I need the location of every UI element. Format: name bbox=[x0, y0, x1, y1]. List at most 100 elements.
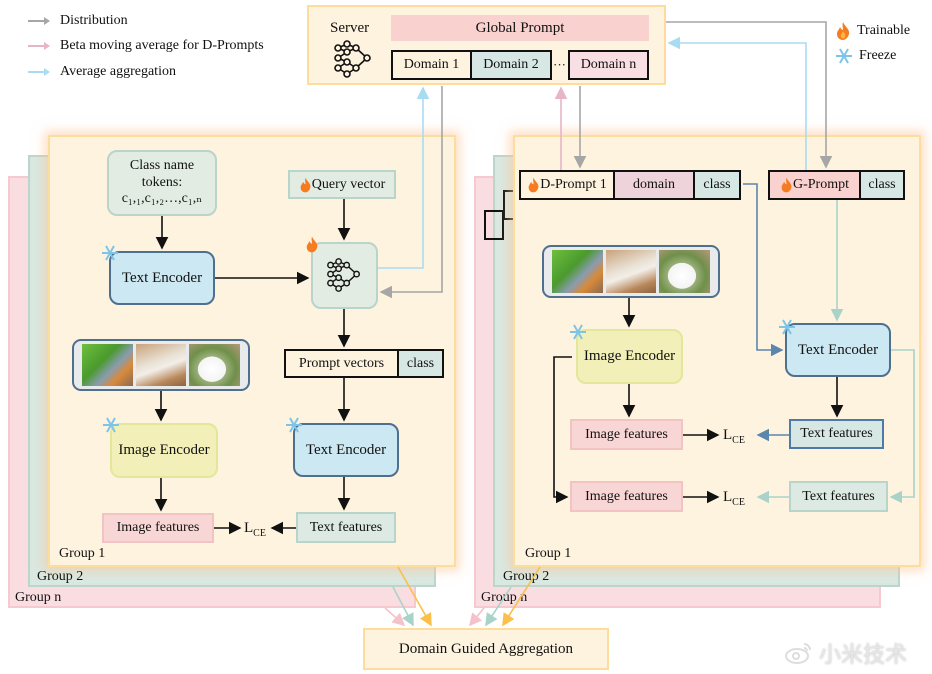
legend-freeze: Freeze bbox=[835, 42, 910, 70]
legend-average-label: Average aggregation bbox=[60, 64, 176, 79]
d-prompt-class-cell: class bbox=[693, 170, 741, 200]
arrow-right-groupn-to-agg bbox=[468, 607, 485, 627]
snowflake-icon bbox=[103, 417, 119, 433]
d-prompt-label: D-Prompt 1 bbox=[540, 177, 607, 192]
right-loss-ce-2: LCE bbox=[723, 489, 745, 508]
prompt-class-cell: class bbox=[397, 349, 444, 378]
arrow-network-to-server-avg bbox=[378, 86, 430, 269]
d-prompt-cell: D-Prompt 1 bbox=[519, 170, 615, 200]
blue-arrow-icon bbox=[28, 68, 50, 76]
arrow-legend: Distribution Beta moving average for D-P… bbox=[28, 10, 264, 84]
arrow-server-to-network-dist bbox=[379, 86, 443, 299]
legend-distribution: Distribution bbox=[28, 10, 264, 32]
left-loss-ce: LCE bbox=[244, 520, 266, 539]
domain-2-cell: Domain 2 bbox=[470, 50, 552, 80]
watermark-text: 小米技术 bbox=[819, 643, 908, 668]
neural-network-icon bbox=[334, 40, 371, 78]
left-image-features: Image features bbox=[102, 513, 214, 543]
legend-distribution-label: Distribution bbox=[60, 13, 128, 28]
right-text-features-1: Text features bbox=[789, 419, 884, 449]
dog-image bbox=[135, 344, 187, 386]
query-vector-box: Query vector bbox=[288, 170, 396, 199]
loss-l: L bbox=[723, 489, 733, 505]
mug-image bbox=[659, 250, 711, 293]
domain-guided-aggregation-box: Domain Guided Aggregation bbox=[363, 628, 609, 670]
class-name-tokens-box: Class name tokens: c₁,₁,c₁,₂…,c₁,ₙ bbox=[107, 150, 217, 216]
right-group-1-label: Group 1 bbox=[525, 546, 572, 561]
left-text-features: Text features bbox=[296, 512, 396, 543]
right-text-features-2: Text features bbox=[789, 481, 888, 512]
arrow-gprompt-to-server-avg bbox=[667, 36, 807, 170]
class-tokens-line-1: Class name bbox=[129, 157, 195, 173]
loss-l: L bbox=[723, 427, 733, 443]
flame-icon bbox=[306, 236, 318, 253]
server-label: Server bbox=[330, 20, 370, 36]
legend-beta-label: Beta moving average for D-Prompts bbox=[60, 38, 264, 53]
domain-n-cell: Domain n bbox=[568, 50, 649, 80]
mug-image bbox=[189, 344, 241, 386]
g-prompt-cell: G-Prompt bbox=[768, 170, 861, 200]
arrow-text-encoder-to-features2 bbox=[889, 349, 915, 504]
loss-sub: CE bbox=[253, 528, 266, 539]
trainable-label: Trainable bbox=[857, 23, 911, 38]
right-image-features-2: Image features bbox=[570, 481, 683, 512]
left-image-encoder: Image Encoder bbox=[110, 423, 218, 478]
arrow-right-group1-to-agg bbox=[502, 566, 541, 627]
flame-icon bbox=[837, 22, 850, 40]
left-input-images bbox=[72, 339, 250, 391]
flame-icon bbox=[300, 177, 311, 192]
neural-network-icon bbox=[327, 258, 361, 292]
dog-image bbox=[605, 250, 657, 293]
right-image-features-1: Image features bbox=[570, 419, 683, 450]
gray-arrow-icon bbox=[28, 17, 50, 25]
arrow-right-group2-to-agg bbox=[485, 586, 512, 627]
loss-sub: CE bbox=[732, 435, 745, 446]
arrow-left-groupn-to-agg bbox=[384, 607, 406, 627]
domain-ellipsis: ··· bbox=[553, 57, 566, 72]
left-text-encoder-bottom: Text Encoder bbox=[293, 423, 399, 477]
prompt-vectors-cell: Prompt vectors bbox=[284, 349, 399, 378]
arrow-left-group1-to-agg bbox=[397, 566, 432, 627]
left-text-encoder-top: Text Encoder bbox=[109, 251, 215, 305]
right-image-encoder: Image Encoder bbox=[576, 329, 683, 384]
right-group-2-label: Group 2 bbox=[503, 569, 550, 584]
watermark: 小米技术 bbox=[785, 637, 907, 669]
snowflake-icon bbox=[570, 324, 586, 340]
class-tokens-line-3: c₁,₁,c₁,₂…,c₁,ₙ bbox=[121, 191, 203, 207]
arrow-left-group2-to-agg bbox=[392, 586, 414, 627]
right-text-encoder: Text Encoder bbox=[785, 323, 891, 377]
bird-image bbox=[552, 250, 603, 293]
right-input-images bbox=[542, 245, 720, 298]
snowflake-icon bbox=[779, 319, 795, 335]
legend-beta-moving-average: Beta moving average for D-Prompts bbox=[28, 32, 264, 60]
stacked-prompt-cell-2 bbox=[503, 190, 515, 220]
arrow-server-to-gprompt-dist bbox=[666, 21, 833, 169]
right-loss-ce-1: LCE bbox=[723, 427, 745, 446]
domain-1-cell: Domain 1 bbox=[391, 50, 472, 80]
arrow-image-encoder-to-features2 bbox=[553, 356, 572, 504]
loss-sub: CE bbox=[732, 497, 745, 508]
freeze-label: Freeze bbox=[859, 48, 897, 63]
d-prompt-domain-cell: domain bbox=[613, 170, 695, 200]
query-vector-label: Query vector bbox=[311, 176, 386, 192]
bird-image bbox=[82, 344, 133, 386]
pink-arrow-icon bbox=[28, 42, 50, 50]
left-group-2-label: Group 2 bbox=[37, 569, 84, 584]
legend-trainable: Trainable bbox=[835, 20, 910, 42]
snowflake-icon bbox=[102, 245, 118, 261]
query-network-box bbox=[311, 242, 378, 309]
g-prompt-class-cell: class bbox=[859, 170, 905, 200]
class-tokens-line-2: tokens: bbox=[141, 174, 183, 190]
left-group-1-label: Group 1 bbox=[59, 546, 106, 561]
legend-average-aggregation: Average aggregation bbox=[28, 60, 264, 84]
arrow-dprompt-to-text-encoder bbox=[743, 183, 784, 357]
loss-l: L bbox=[244, 520, 254, 536]
stacked-prompt-cell-n bbox=[484, 210, 504, 240]
weibo-icon bbox=[785, 643, 811, 664]
g-prompt-label: G-Prompt bbox=[793, 177, 849, 192]
icon-legend: Trainable Freeze bbox=[835, 20, 910, 70]
global-prompt: Global Prompt bbox=[391, 15, 649, 41]
flame-icon bbox=[528, 177, 539, 193]
snowflake-icon bbox=[836, 48, 852, 64]
